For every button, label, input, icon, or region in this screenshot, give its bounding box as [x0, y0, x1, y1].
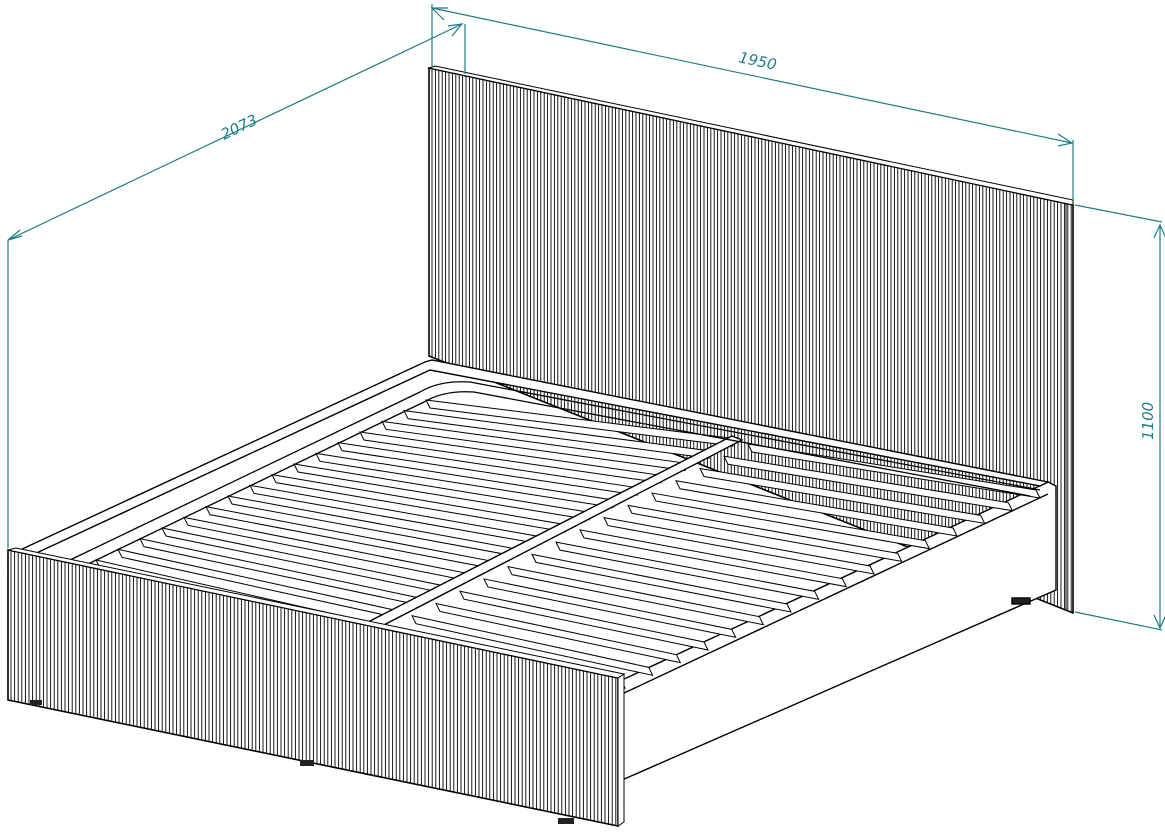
slat [579, 529, 848, 588]
slat [483, 578, 737, 639]
height-extension-line-top [1074, 204, 1163, 223]
width-dimension-line [431, 7, 1073, 144]
height-extension-line-bottom [1074, 611, 1163, 631]
slat [411, 615, 654, 677]
slat [459, 590, 709, 651]
slat [627, 504, 903, 563]
slat [531, 553, 792, 613]
slat [699, 467, 986, 524]
dimension-lines [7, 4, 1165, 631]
length-arrow-left [7, 229, 23, 241]
slat [651, 492, 931, 550]
slat [425, 399, 734, 447]
slat [723, 455, 1014, 512]
slat [337, 442, 638, 496]
slat [435, 602, 682, 664]
width-arrow-left [430, 7, 448, 21]
slat [603, 516, 875, 575]
length-arrow-right [447, 23, 464, 37]
height-label: 1100 [1139, 402, 1157, 440]
length-dimension-line [7, 23, 463, 241]
length-label: 2073 [218, 111, 260, 144]
footboard-ribs [10, 550, 617, 826]
height-arrow-bottom [1153, 614, 1165, 630]
width-arrow-right [1057, 133, 1074, 147]
slat [403, 410, 710, 459]
width-label: 1950 [737, 48, 778, 74]
height-arrow-top [1153, 223, 1165, 239]
slat [675, 480, 958, 537]
inner-frame [69, 381, 1041, 567]
slat [507, 565, 765, 626]
slat [555, 541, 820, 601]
slat [359, 431, 662, 484]
slat [381, 420, 686, 472]
footboard [7, 547, 626, 827]
slats [95, 399, 1041, 689]
